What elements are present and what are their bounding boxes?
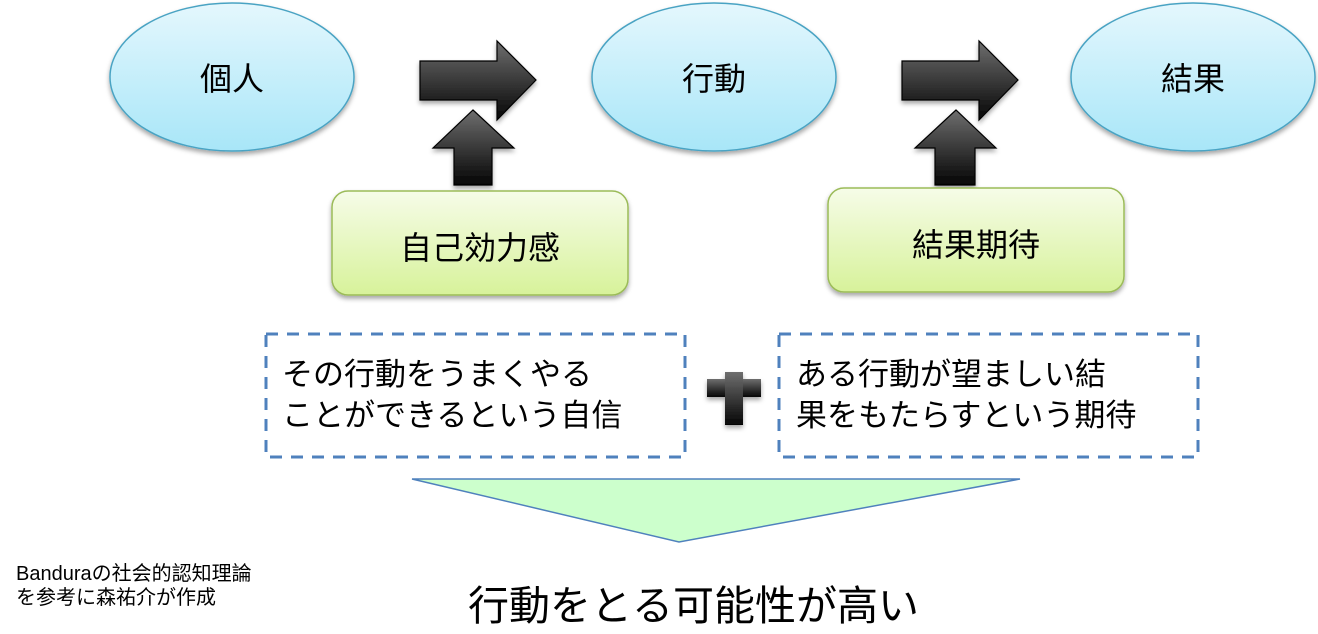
- factor-outcome-expectation-label: 結果期待: [911, 226, 1040, 264]
- arrow-right-icon: [901, 39, 1019, 122]
- credit-line: Banduraの社会的認知理論: [16, 563, 252, 585]
- node-outcome-oval: [1070, 2, 1316, 152]
- description-line: その行動をうまくやる: [282, 357, 592, 393]
- outcome-expectation-description: ある行動が望ましい結 果をもたらすという期待: [796, 355, 1136, 437]
- arrow-down-icon: [411, 478, 1021, 543]
- node-behavior-oval: [591, 2, 837, 152]
- factor-self-efficacy-box: [331, 190, 629, 296]
- credit-note: Banduraの社会的認知理論 を参考に森祐介が作成: [16, 562, 252, 610]
- node-person-oval: [109, 2, 355, 152]
- self-efficacy-description: その行動をうまくやる ことができるという自信: [282, 355, 622, 437]
- node-outcome-label: 結果: [1160, 60, 1225, 98]
- description-line: ことができるという自信: [282, 398, 623, 434]
- description-line: 果をもたらすという期待: [796, 398, 1137, 434]
- conclusion-text: 行動をとる可能性が高い: [468, 582, 919, 630]
- factor-outcome-expectation-box: [827, 187, 1125, 293]
- factor-self-efficacy-label: 自己効力感: [399, 229, 560, 267]
- plus-icon: [707, 372, 761, 425]
- credit-line: を参考に森祐介が作成: [16, 587, 216, 609]
- description-line: ある行動が望ましい結: [796, 357, 1106, 393]
- arrow-right-icon: [419, 39, 537, 122]
- node-person-label: 個人: [199, 60, 264, 98]
- arrow-up-icon: [431, 109, 516, 186]
- node-behavior-label: 行動: [681, 60, 746, 98]
- arrow-up-icon: [913, 109, 998, 186]
